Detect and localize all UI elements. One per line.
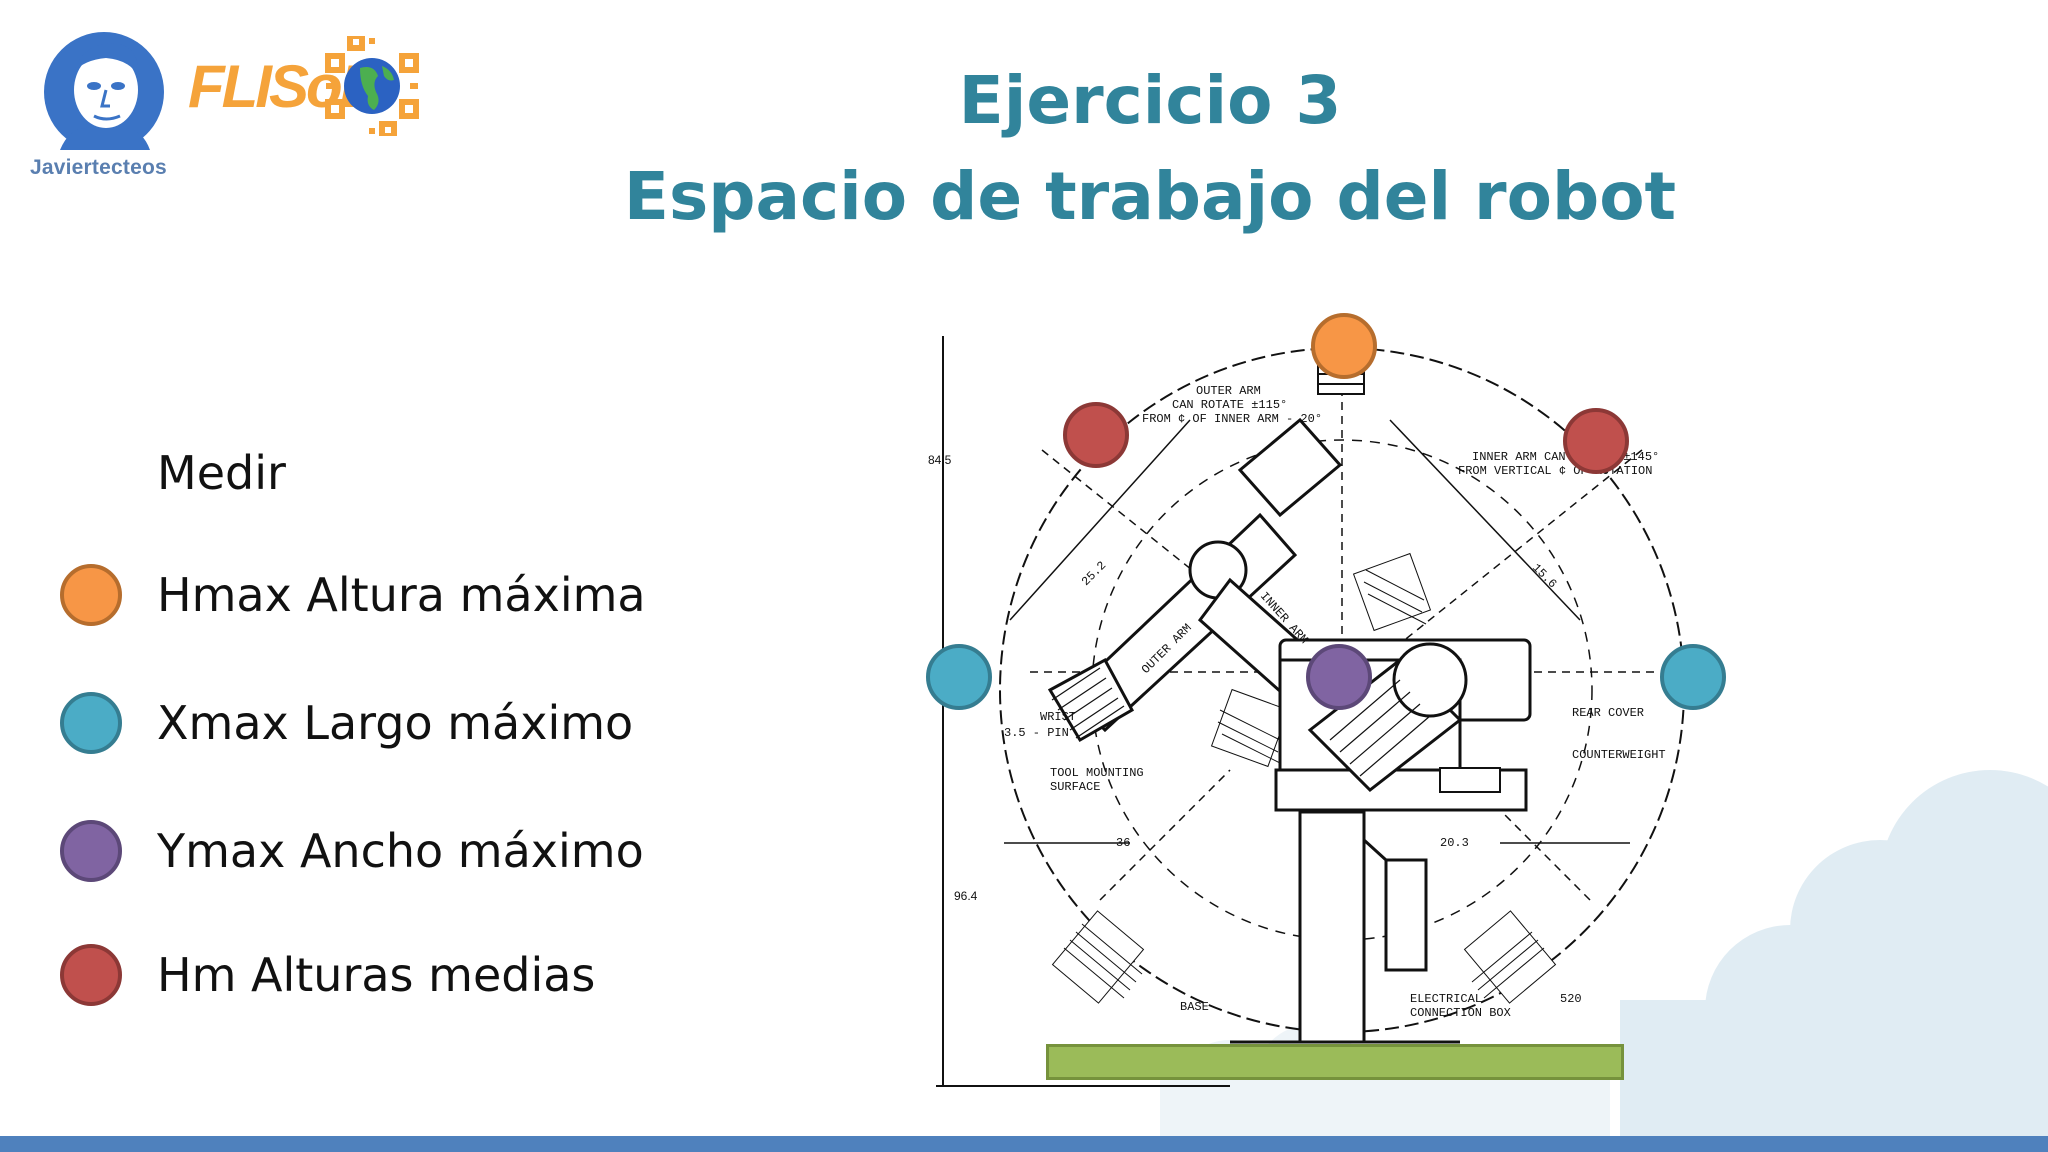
measure-heading: Medir [157, 446, 286, 500]
legend-label: Hmax Altura máxima [157, 568, 646, 622]
drawing-label: BASE [1180, 1000, 1209, 1014]
legend-label: Ymax Ancho máximo [157, 824, 644, 878]
hm-left-marker-icon [1063, 402, 1129, 468]
drawing-label: OUTER ARM [1196, 384, 1261, 398]
dimension-label: 20.3 [1440, 836, 1469, 850]
orange-dot-icon [60, 564, 122, 626]
blue-dot-icon [60, 692, 122, 754]
drawing-label: 3.5 - PIN [1004, 726, 1069, 740]
legend-label: Xmax Largo máximo [157, 696, 634, 750]
slide-title: Ejercicio 3 [958, 62, 1342, 139]
drawing-label: ELECTRICAL [1410, 992, 1482, 1006]
base-plate [1046, 1044, 1624, 1080]
globe-logo-icon [325, 36, 419, 136]
drawing-label: FROM VERTICAL ¢ OF ROTATION [1458, 464, 1652, 478]
drawing-label: COUNTERWEIGHT [1572, 748, 1666, 762]
legend-label: Hm Alturas medias [157, 948, 596, 1002]
drawing-label: WRIST [1040, 710, 1076, 724]
dimension-label: 25.2 [1079, 559, 1109, 589]
bottom-bar [0, 1136, 2048, 1152]
xmax-left-marker-icon [926, 644, 992, 710]
red-dot-icon [60, 944, 122, 1006]
dimension-label: 96.4 [954, 889, 978, 903]
slide-subtitle: Espacio de trabajo del robot [623, 158, 1677, 235]
legend-item-hmax: Hmax Altura máxima [60, 560, 646, 630]
dimension-label: 15.6 [1529, 561, 1559, 591]
legend-item-xmax: Xmax Largo máximo [60, 688, 633, 758]
inner-envelope [1091, 439, 1593, 941]
drawing-label: CAN ROTATE ±115° [1172, 398, 1287, 412]
xmax-right-marker-icon [1660, 644, 1726, 710]
hmax-marker-icon [1311, 313, 1377, 379]
dimension-label: 36 [1116, 836, 1130, 850]
dimension-label: 520 [1560, 992, 1582, 1006]
purple-dot-icon [60, 820, 122, 882]
ymax-marker-icon [1306, 644, 1372, 710]
drawing-label: SURFACE [1050, 780, 1100, 794]
person-logo-icon [44, 32, 164, 150]
drawing-label: TOOL MOUNTING [1050, 766, 1144, 780]
hm-right-marker-icon [1563, 408, 1629, 474]
logo-caption: Javiertecteos [30, 156, 167, 179]
legend-item-hm: Hm Alturas medias [60, 940, 595, 1010]
dimension-label: 84.5 [928, 453, 952, 467]
legend-item-ymax: Ymax Ancho máximo [60, 816, 644, 886]
drawing-label: FROM ¢ OF INNER ARM - 20° [1142, 412, 1322, 426]
drawing-label: REAR COVER [1572, 706, 1644, 720]
drawing-label: CONNECTION BOX [1410, 1006, 1511, 1020]
